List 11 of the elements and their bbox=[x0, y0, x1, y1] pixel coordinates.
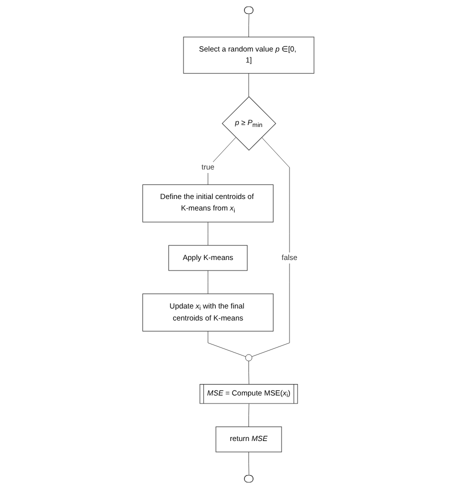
connector bbox=[248, 360, 249, 385]
connector bbox=[248, 452, 249, 476]
connector bbox=[248, 404, 249, 428]
connector bbox=[248, 73, 249, 97]
connector bbox=[251, 137, 290, 357]
connector bbox=[207, 137, 236, 185]
connector bbox=[207, 330, 246, 357]
connector bbox=[207, 222, 208, 246]
connector bbox=[207, 270, 208, 294]
connector bbox=[248, 14, 249, 38]
node-circle bbox=[244, 354, 252, 362]
